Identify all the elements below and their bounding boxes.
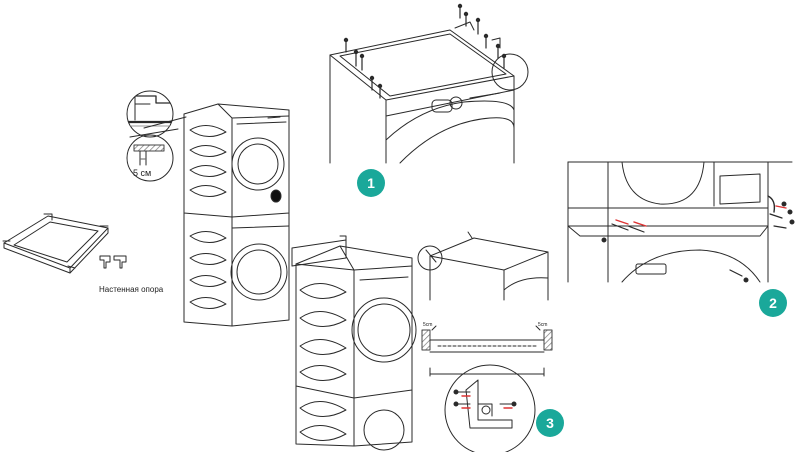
wall-dimension-detail <box>421 325 553 377</box>
step1-badge: 1 <box>357 169 385 197</box>
step3-badge: 3 <box>536 409 564 437</box>
dim-left-label: 5cm <box>423 322 432 328</box>
step3-red-arrows <box>461 395 513 409</box>
step3-number: 3 <box>546 415 554 431</box>
step2-illustration <box>567 161 795 283</box>
step2-number: 2 <box>769 295 777 311</box>
frame-kit <box>2 213 109 274</box>
stacked-appliances-tower <box>183 103 290 327</box>
wall-gap-detail <box>126 90 187 182</box>
wall-support-brackets <box>99 255 127 269</box>
gap-label: 5 см <box>133 168 151 178</box>
step2-badge: 2 <box>759 289 787 317</box>
step2-red-arrows <box>615 205 787 227</box>
wall-support-label: Настенная опора <box>99 285 164 294</box>
step3-stack <box>291 235 417 451</box>
step3-topview <box>417 231 549 301</box>
dim-right-label: 5cm <box>538 322 547 328</box>
step1-illustration <box>329 3 529 164</box>
step1-number: 1 <box>367 175 375 191</box>
step3-bracket-detail <box>444 364 536 456</box>
